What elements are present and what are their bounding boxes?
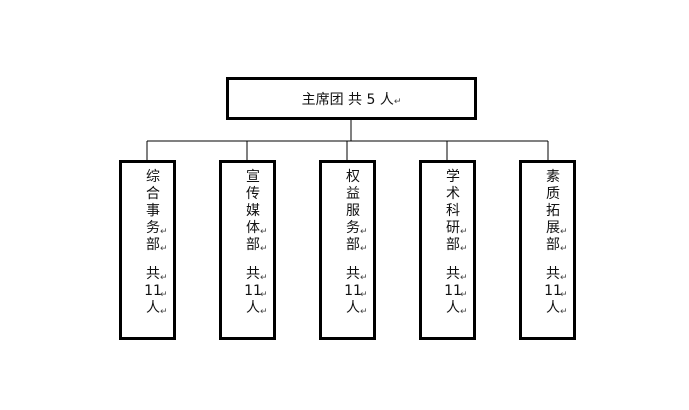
department-name-char: 部 (246, 237, 260, 253)
paragraph-mark-icon: ↵ (260, 273, 268, 283)
paragraph-mark-icon: ↵ (260, 307, 268, 317)
presidium-label: 主席团 共 5 人 (301, 92, 394, 108)
department-label: 学术科研↵部↵共↵11↵人↵ (442, 169, 467, 317)
department-name-char: 部 (446, 237, 460, 253)
paragraph-mark-icon: ↵ (460, 227, 468, 237)
paragraph-mark-icon: ↵ (160, 307, 168, 317)
department-count-char: 共 (346, 266, 360, 282)
paragraph-mark-icon: ↵ (360, 227, 368, 237)
department-name-char: 传 (246, 186, 260, 202)
department-count-char: 人 (546, 300, 560, 316)
department-name-char: 术 (446, 186, 460, 202)
paragraph-mark-icon: ↵ (360, 307, 368, 317)
department-name-char: 拓 (546, 203, 560, 219)
department-name-char: 综 (146, 169, 160, 185)
paragraph-mark-icon: ↵ (160, 273, 168, 283)
department-count-char: 共 (446, 266, 460, 282)
paragraph-mark-icon: ↵ (560, 227, 568, 237)
paragraph-mark-icon: ↵ (460, 307, 468, 317)
paragraph-mark-icon: ↵ (160, 244, 168, 254)
department-name-char: 宣 (246, 169, 260, 185)
paragraph-mark-icon: ↵ (260, 244, 268, 254)
paragraph-mark-icon: ↵ (460, 244, 468, 254)
paragraph-mark-icon: ↵ (393, 97, 402, 107)
paragraph-mark-icon: ↵ (360, 244, 368, 254)
department-name-char: 事 (146, 203, 160, 219)
department-count-char: 人 (346, 300, 360, 316)
department-box: 学术科研↵部↵共↵11↵人↵ (419, 160, 476, 340)
paragraph-mark-icon: ↵ (360, 273, 368, 283)
department-box: 宣传媒体↵部↵共↵11↵人↵ (219, 160, 276, 340)
department-name-char: 务 (146, 220, 160, 236)
paragraph-mark-icon: ↵ (560, 244, 568, 254)
department-name-char: 益 (346, 186, 360, 202)
department-label: 宣传媒体↵部↵共↵11↵人↵ (242, 169, 267, 317)
department-label: 综合事务↵部↵共↵11↵人↵ (142, 169, 167, 317)
department-name-char: 体 (246, 220, 260, 236)
department-count-char: 共 (546, 266, 560, 282)
paragraph-mark-icon: ↵ (560, 273, 568, 283)
department-count-char: 11 (444, 283, 462, 299)
department-name-char: 服 (346, 203, 360, 219)
paragraph-mark-icon: ↵ (360, 290, 368, 300)
department-count-char: 人 (146, 300, 160, 316)
presidium-box: 主席团 共 5 人↵ (226, 77, 477, 120)
department-name-char: 部 (146, 237, 160, 253)
paragraph-mark-icon: ↵ (560, 307, 568, 317)
department-name-char: 务 (346, 220, 360, 236)
department-box: 综合事务↵部↵共↵11↵人↵ (119, 160, 176, 340)
department-count-char: 人 (446, 300, 460, 316)
paragraph-mark-icon: ↵ (460, 290, 468, 300)
paragraph-mark-icon: ↵ (160, 227, 168, 237)
department-box: 权益服务↵部↵共↵11↵人↵ (319, 160, 376, 340)
department-count-char: 11 (144, 283, 162, 299)
department-name-char: 部 (546, 237, 560, 253)
department-count-char: 11 (544, 283, 562, 299)
department-count-char: 11 (344, 283, 362, 299)
paragraph-mark-icon: ↵ (260, 227, 268, 237)
department-label: 素质拓展↵部↵共↵11↵人↵ (542, 169, 567, 317)
department-name-char: 质 (546, 186, 560, 202)
department-count-char: 11 (244, 283, 262, 299)
paragraph-mark-icon: ↵ (260, 290, 268, 300)
department-box: 素质拓展↵部↵共↵11↵人↵ (519, 160, 576, 340)
paragraph-mark-icon: ↵ (560, 290, 568, 300)
paragraph-mark-icon: ↵ (160, 290, 168, 300)
department-name-char: 媒 (246, 203, 260, 219)
department-name-char: 展 (546, 220, 560, 236)
department-name-char: 合 (146, 186, 160, 202)
department-name-char: 部 (346, 237, 360, 253)
department-count-char: 共 (146, 266, 160, 282)
department-name-char: 科 (446, 203, 460, 219)
department-count-char: 人 (246, 300, 260, 316)
department-label: 权益服务↵部↵共↵11↵人↵ (342, 169, 367, 317)
department-name-char: 权 (346, 169, 360, 185)
department-name-char: 学 (446, 169, 460, 185)
department-name-char: 研 (446, 220, 460, 236)
paragraph-mark-icon: ↵ (460, 273, 468, 283)
department-count-char: 共 (246, 266, 260, 282)
department-name-char: 素 (546, 169, 560, 185)
